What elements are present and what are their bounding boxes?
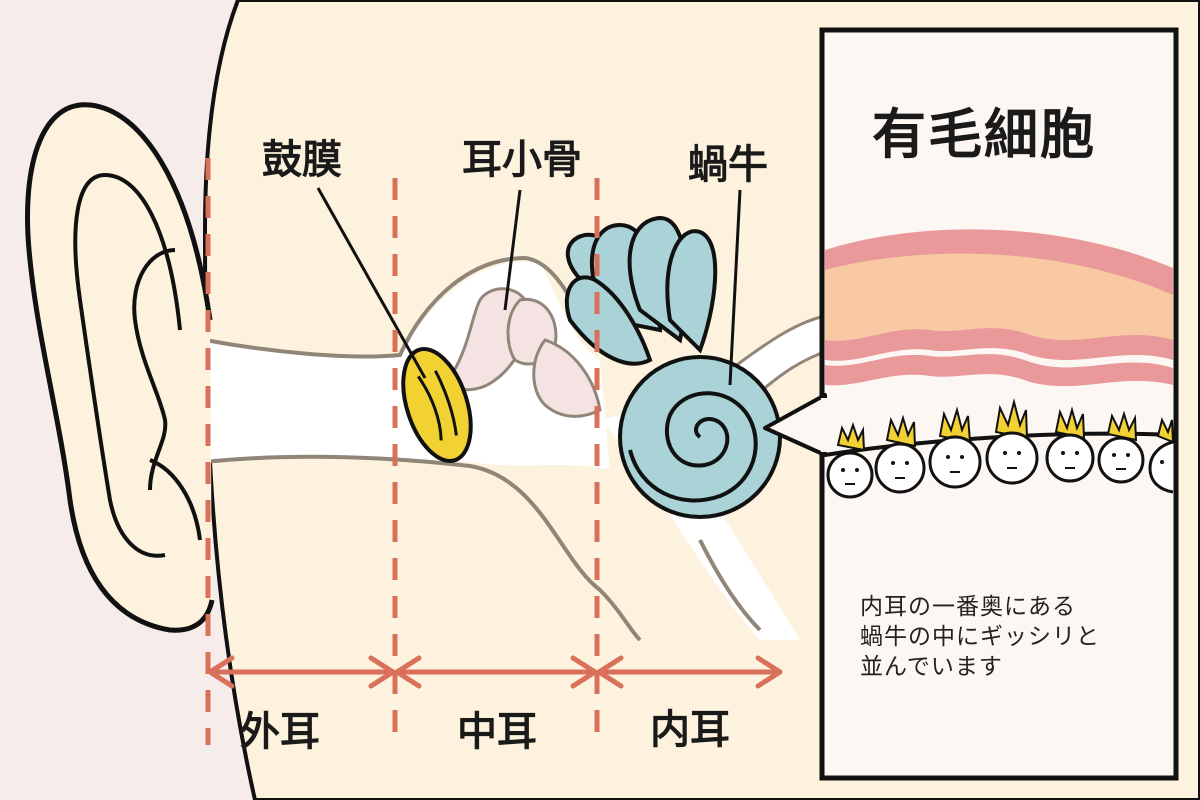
eustachian-tube-wall <box>698 539 762 632</box>
hair-cell-panel <box>763 27 1179 781</box>
eardrum-label: 鼓膜 <box>262 137 342 183</box>
ossicle-stapes <box>532 338 602 418</box>
auricle <box>25 102 215 633</box>
panel-description-line: 並んでいます <box>860 654 1003 680</box>
tissue-base-layer <box>825 354 1173 387</box>
outer-ear-label: 外耳 <box>240 709 320 755</box>
cochlea-leader-line <box>728 189 742 386</box>
eardrum-leader-line <box>316 187 427 379</box>
outer-ear-arrow <box>207 655 396 689</box>
middle-ear-label: 中耳 <box>457 709 537 755</box>
cochlea-label: 蝸牛 <box>688 142 768 188</box>
ear-canal-lower-wall <box>204 454 642 642</box>
hair-cell-row <box>826 398 1175 499</box>
panel-description-line: 蝸牛の中にギッシリと <box>860 624 1100 650</box>
eardrum-shape <box>401 347 473 463</box>
hair-cell-icon <box>1045 406 1095 483</box>
inner-ear-arrow <box>596 655 783 689</box>
hair-cell-icon <box>826 421 874 499</box>
hair-cell-icon <box>1097 410 1145 484</box>
tissue-peach-layer <box>825 253 1173 341</box>
hair-cell-icon <box>928 406 982 489</box>
inner-ear-label: 内耳 <box>650 707 730 753</box>
panel-description-line: 内耳の一番奥にある <box>860 594 1076 620</box>
middle-ear-arrow <box>394 655 598 689</box>
panel-title: 有毛細胞 <box>872 103 1096 166</box>
cochlea-shape <box>564 215 782 519</box>
hair-cell-icon <box>1148 417 1175 494</box>
hair-cell-icon <box>874 414 926 494</box>
ossicles-label: 耳小骨 <box>462 137 582 183</box>
panel-description: 内耳の一番奥にある 蝸牛の中にギッシリと 並んでいます <box>860 592 1160 682</box>
ear-canal-upper-wall <box>204 255 592 359</box>
ossicles-leader-line <box>503 189 522 311</box>
hair-cell-icon <box>985 398 1039 485</box>
